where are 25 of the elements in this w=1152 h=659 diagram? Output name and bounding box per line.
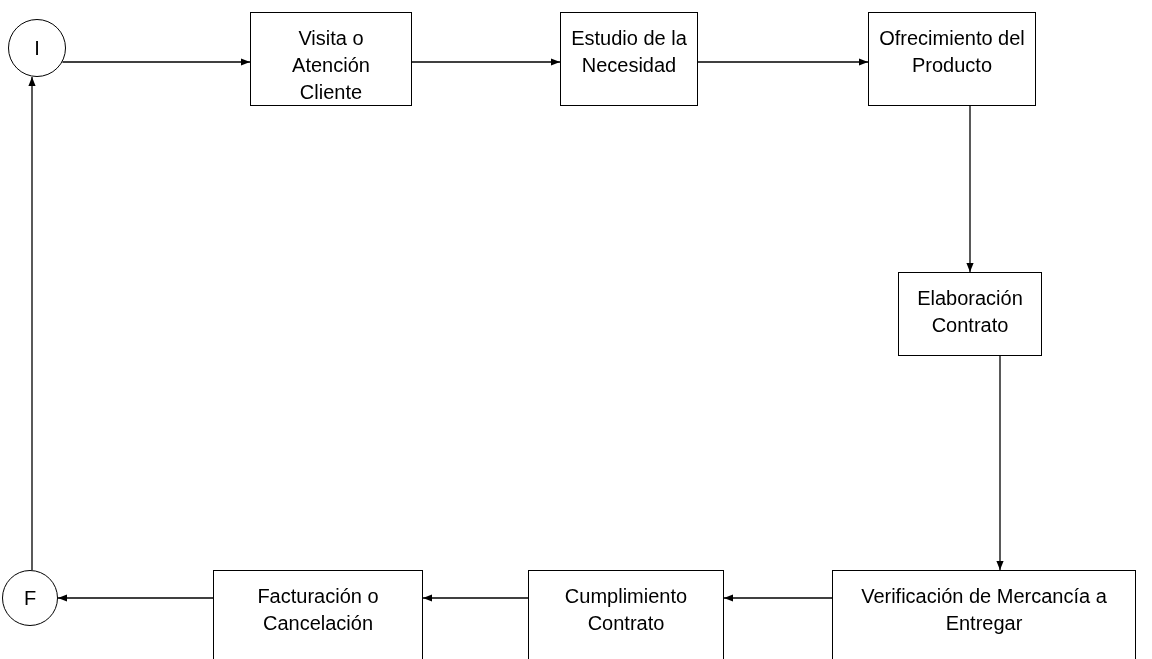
arrow	[422, 594, 529, 602]
arrow	[966, 105, 974, 273]
process-box	[832, 570, 1136, 659]
node-label: Estudio de la Necesidad	[570, 26, 688, 78]
arrow	[697, 58, 869, 66]
process-box	[898, 272, 1042, 356]
process-box	[213, 570, 423, 659]
process-box	[528, 570, 724, 659]
node-label: Ofrecimiento del Producto	[878, 26, 1026, 78]
arrow	[411, 58, 561, 66]
process-box	[868, 12, 1036, 106]
arrow	[61, 58, 251, 66]
arrow	[28, 76, 36, 571]
node-label: Visita o Atención Cliente	[291, 26, 371, 105]
node-label: Facturación o Cancelación	[256, 584, 380, 636]
node-label: Cumplimiento Contrato	[563, 584, 689, 636]
arrow	[723, 594, 833, 602]
arrow	[57, 594, 214, 602]
node-label: F	[22, 585, 38, 611]
node-label: I	[33, 35, 41, 61]
arrow	[996, 355, 1004, 571]
process-box	[560, 12, 698, 106]
node-label: Verificación de Mercancía a Entregar	[860, 584, 1108, 636]
process-box	[250, 12, 412, 106]
node-label: Elaboración Contrato	[916, 286, 1024, 338]
